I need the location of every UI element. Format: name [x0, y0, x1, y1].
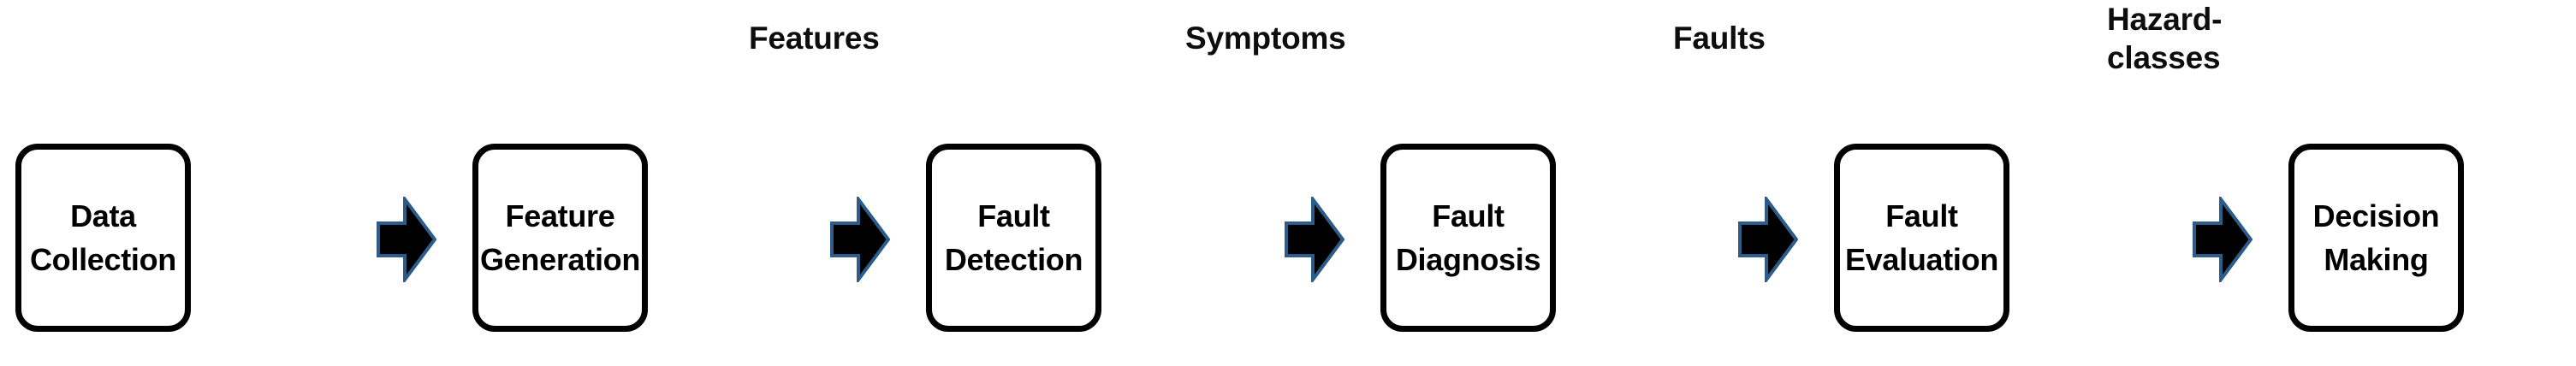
process-node-label: Feature Generation	[479, 198, 641, 277]
process-node-label: Fault Diagnosis	[1395, 198, 1541, 277]
flow-arrow-right-icon-5	[2193, 197, 2253, 282]
process-node-decision-making[interactable]: Decision Making	[2288, 144, 2464, 332]
flow-arrow-right-icon-1	[377, 197, 436, 282]
flow-label-hazard-classes: Hazard- classes	[2107, 2, 2223, 75]
process-node-feature-generation[interactable]: Feature Generation	[472, 144, 648, 332]
process-node-label: Fault Detection	[944, 198, 1083, 277]
process-node-label: Decision Making	[2312, 198, 2440, 277]
process-node-data-collection[interactable]: Data Collection	[15, 144, 191, 332]
flow-label-layer: Features Symptoms Faults Hazard- classes	[0, 0, 2576, 145]
flow-label-symptoms: Symptoms	[1185, 21, 1346, 56]
process-node-label: Data Collection	[29, 198, 176, 277]
flow-arrow-right-icon-2	[830, 197, 890, 282]
flow-arrow-right-icon-4	[1738, 197, 1798, 282]
process-node-fault-detection[interactable]: Fault Detection	[926, 144, 1101, 332]
flow-arrow-right-icon-3	[1285, 197, 1344, 282]
flow-label-features: Features	[749, 21, 880, 56]
process-node-label: Fault Evaluation	[1844, 198, 1999, 277]
process-node-fault-evaluation[interactable]: Fault Evaluation	[1834, 144, 2009, 332]
process-node-row: Data Collection Feature Generation Fault…	[0, 144, 2576, 339]
process-node-fault-diagnosis[interactable]: Fault Diagnosis	[1380, 144, 1556, 332]
flow-label-faults: Faults	[1673, 21, 1766, 56]
